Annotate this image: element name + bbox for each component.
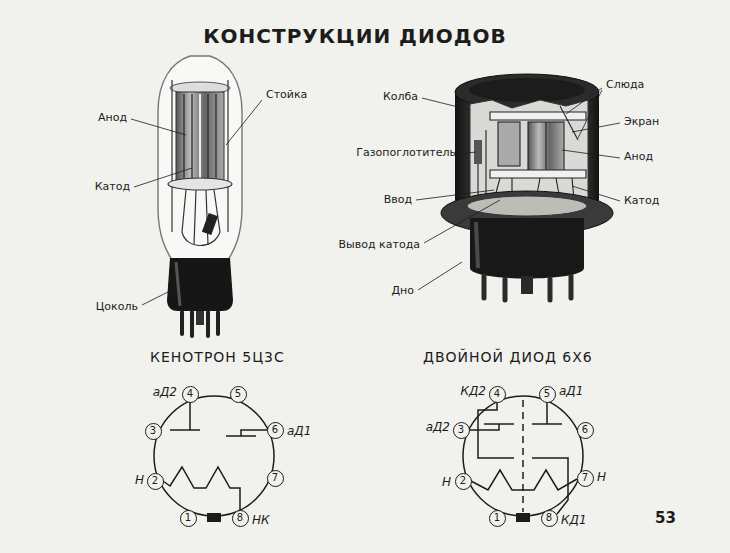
pin-number: 5 <box>544 389 550 399</box>
pin-number: 4 <box>187 389 193 399</box>
pin-name: НК <box>252 514 270 527</box>
tube-name: ДВОЙНОЙ ДИОД 6Х6 <box>423 350 593 365</box>
pin-number: 2 <box>460 476 466 486</box>
page-number: 53 <box>655 510 676 527</box>
double-diode-symbol <box>463 396 583 516</box>
pin-number: 8 <box>237 513 243 523</box>
tube-name: КЕНОТРОН 5Ц3С <box>150 350 285 365</box>
pin-circle: 6 <box>267 422 284 439</box>
pin-number: 1 <box>185 513 191 523</box>
part-label: Слюда <box>606 79 644 91</box>
pin-circle: 7 <box>577 470 594 487</box>
kenotron-symbol <box>154 396 274 516</box>
part-label: Колба <box>383 91 418 103</box>
pin-number: 2 <box>152 476 158 486</box>
pin-circle: 2 <box>147 473 164 490</box>
part-label: Стойка <box>266 89 307 101</box>
pin-number: 6 <box>582 425 588 435</box>
part-label: Дно <box>391 285 414 297</box>
double-diode-drawing <box>441 74 613 300</box>
pin-circle: 3 <box>453 422 470 439</box>
pin-number: 6 <box>272 425 278 435</box>
pin-number: 7 <box>272 473 278 483</box>
pin-circle: 4 <box>489 386 506 403</box>
pin-circle: 8 <box>541 510 558 527</box>
part-label: Анод <box>624 151 653 163</box>
kenotron-drawing <box>158 56 242 336</box>
pin-number: 7 <box>582 473 588 483</box>
pin-name: КД1 <box>561 514 587 527</box>
pin-circle: 6 <box>577 422 594 439</box>
pin-name: Н <box>442 476 451 489</box>
pin-number: 5 <box>235 389 241 399</box>
pin-name: Н <box>135 474 144 487</box>
part-label: Газопоглотитель <box>356 147 456 159</box>
pin-circle: 5 <box>230 386 247 403</box>
part-label: Анод <box>98 112 127 124</box>
pin-name: Н <box>597 471 606 484</box>
pin-circle: 4 <box>182 386 199 403</box>
pin-name: КД2 <box>460 385 486 398</box>
leader-lines <box>131 88 620 305</box>
pin-name: аД1 <box>559 385 583 398</box>
diagram-title: КОНСТРУКЦИИ ДИОДОВ <box>203 25 506 47</box>
pin-number: 4 <box>494 389 500 399</box>
pin-circle: 3 <box>145 423 162 440</box>
pin-name: аД1 <box>287 425 311 438</box>
part-label: Цоколь <box>96 301 138 313</box>
pin-number: 1 <box>494 513 500 523</box>
pin-circle: 8 <box>232 510 249 527</box>
part-label: Катод <box>624 195 659 207</box>
part-label: Вывод катода <box>339 239 420 251</box>
pin-number: 8 <box>546 513 552 523</box>
part-label: Ввод <box>384 194 412 206</box>
pin-circle: 5 <box>539 386 556 403</box>
pin-circle: 1 <box>489 510 506 527</box>
pin-name: аД2 <box>426 421 450 434</box>
pin-number: 3 <box>458 425 464 435</box>
pin-circle: 7 <box>267 470 284 487</box>
part-label: Катод <box>95 181 130 193</box>
pin-circle: 2 <box>455 473 472 490</box>
pin-circle: 1 <box>180 510 197 527</box>
part-label: Экран <box>624 116 659 128</box>
pin-name: аД2 <box>153 386 177 399</box>
pin-number: 3 <box>150 426 156 436</box>
